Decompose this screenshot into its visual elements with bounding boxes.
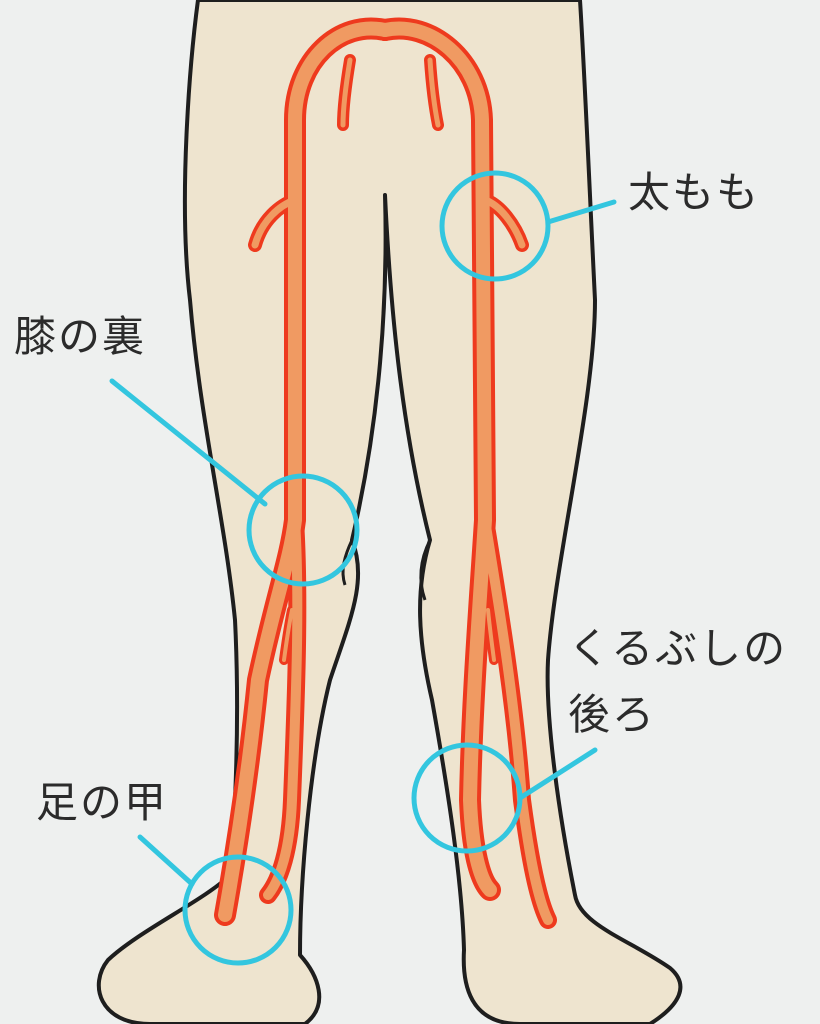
right-calf-contour: [419, 539, 432, 601]
thigh-leader-line: [545, 199, 617, 225]
label-back-of-ankle-line1: くるぶしの: [568, 624, 788, 673]
legs-outline: [96, 0, 683, 1024]
arteries: [214, 17, 557, 929]
label-thigh: 太もも: [628, 168, 761, 217]
thigh-marker-circle: [439, 170, 551, 282]
foot-leader-line: [137, 834, 195, 887]
left-femoral-artery: [218, 21, 392, 922]
label-back-of-ankle-line2: 後ろ: [568, 690, 657, 739]
artery-fills: [218, 21, 553, 925]
label-top-of-foot: 足の甲: [36, 778, 169, 827]
ankle-leader-line: [517, 747, 598, 801]
knee-leader-line: [109, 378, 268, 507]
knee-marker-circle: [246, 473, 360, 587]
pulse-point-markers: [109, 170, 617, 966]
label-back-of-knee: 膝の裏: [14, 312, 147, 361]
foot-marker-circle: [182, 854, 294, 966]
right-femoral-artery: [378, 21, 497, 897]
legs-silhouette: [96, 0, 683, 1024]
